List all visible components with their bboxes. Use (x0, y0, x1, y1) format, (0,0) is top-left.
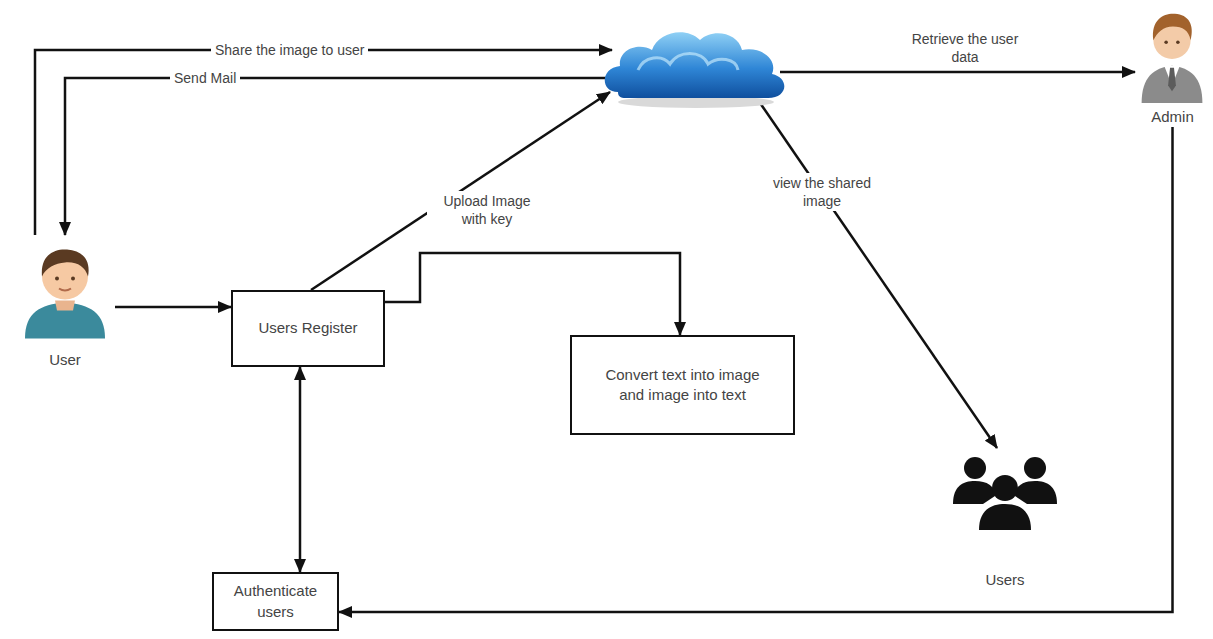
icon-part (992, 475, 1018, 501)
icon-part (1024, 457, 1046, 479)
icon-part (964, 457, 986, 479)
icon-part (55, 301, 75, 311)
admin-actor-icon (1135, 5, 1210, 105)
admin-actor: Admin (1135, 5, 1210, 127)
edge-label: Share the image to user (211, 40, 368, 60)
connector-arrow (385, 253, 680, 335)
actor-label: User (15, 350, 115, 370)
icon-part (1164, 40, 1168, 44)
edge-label: Upload Image with key (427, 191, 547, 229)
icon-part (1153, 14, 1192, 41)
edge-label: Send Mail (170, 68, 240, 88)
actor-label: Users (935, 570, 1075, 590)
process-box: Authenticate users (212, 572, 339, 631)
edge-label: view the shared image (762, 173, 882, 211)
icon-part (979, 504, 1031, 530)
user-actor: User (15, 235, 115, 370)
icon-part (55, 277, 59, 281)
icon-part (59, 289, 71, 291)
box-text: Users Register (258, 318, 357, 338)
users-group: Users (935, 448, 1075, 590)
actor-label: Admin (1135, 107, 1210, 127)
icon-part (953, 481, 995, 504)
process-box: Convert text into image and image into t… (570, 335, 795, 435)
connector-arrow (311, 92, 610, 290)
connector-arrow (780, 71, 1135, 74)
connector-arrow (299, 367, 302, 572)
process-box: Users Register (231, 290, 385, 367)
icon-part (605, 32, 785, 98)
icon-part (638, 54, 738, 71)
icon-part (1176, 40, 1180, 44)
icon-part (71, 277, 75, 281)
edge-label: Retrieve the user data (895, 29, 1035, 67)
box-text: Authenticate users (222, 581, 329, 622)
icon-part (1168, 68, 1176, 92)
icon-part (1142, 66, 1203, 103)
connector-arrow (115, 306, 231, 309)
box-text: Convert text into image and image into t… (600, 365, 765, 406)
connector-arrow (339, 127, 1173, 612)
icon-part (42, 249, 89, 276)
cloud-server-icon (598, 20, 794, 112)
user-actor-icon (15, 235, 115, 348)
users-group-icon (935, 448, 1075, 532)
icon-part (1015, 481, 1057, 504)
connector-arrow (35, 50, 612, 235)
cloud-server (598, 20, 794, 112)
connector-arrow (65, 78, 608, 235)
